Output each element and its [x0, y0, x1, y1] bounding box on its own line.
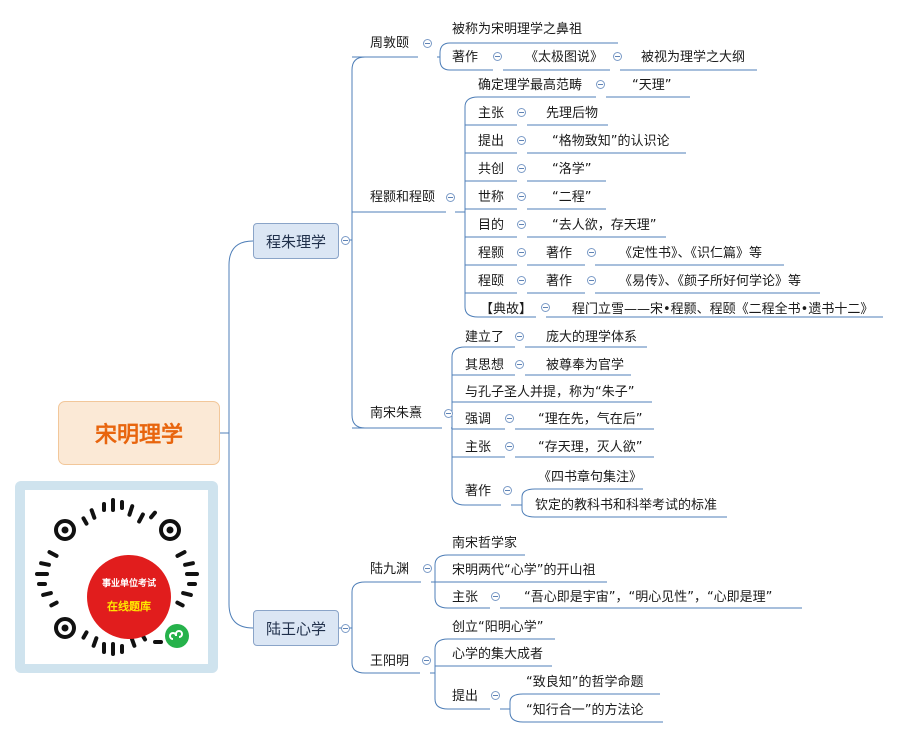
branch-luwang-xinxue[interactable]: 陆王心学: [253, 610, 339, 646]
node-erc-tianli[interactable]: “天理”: [632, 78, 672, 93]
node-zhou-works[interactable]: 著作: [452, 50, 479, 65]
collapse-icon[interactable]: [444, 409, 453, 418]
branch-chengzhu-lixue[interactable]: 程朱理学: [253, 223, 339, 259]
node-zhuxi-r6[interactable]: 著作: [465, 484, 492, 499]
collapse-icon[interactable]: [505, 414, 514, 423]
collapse-icon[interactable]: [613, 52, 622, 61]
collapse-icon[interactable]: [517, 276, 526, 285]
collapse-icon[interactable]: [341, 236, 350, 245]
node-erc-r4[interactable]: 共创: [478, 162, 505, 177]
topic-wang-yangming[interactable]: 王阳明: [370, 654, 410, 669]
collapse-icon[interactable]: [423, 564, 432, 573]
node-wang-r1[interactable]: 创立“阳明心学”: [452, 620, 544, 635]
collapse-icon[interactable]: [515, 360, 524, 369]
collapse-icon[interactable]: [517, 136, 526, 145]
collapse-icon[interactable]: [541, 303, 550, 312]
node-sishu-zhangju[interactable]: 《四书章句集注》: [538, 470, 643, 485]
node-wang-r3[interactable]: 提出: [452, 689, 479, 704]
node-lu-r3b[interactable]: “吾心即是宇宙”，“明心见性”，“心即是理”: [524, 590, 773, 605]
topic-er-cheng[interactable]: 程颢和程颐: [370, 190, 436, 205]
node-lu-r1[interactable]: 南宋哲学家: [452, 536, 518, 551]
node-erc-r3[interactable]: 提出: [478, 134, 505, 149]
topic-lu-jiuyuan[interactable]: 陆九渊: [370, 562, 410, 577]
node-taiji-tushuo[interactable]: 《太极图说》: [525, 50, 604, 65]
topic-zhu-xi[interactable]: 南宋朱熹: [370, 406, 423, 421]
node-zhuxi-r2[interactable]: 其思想: [465, 358, 505, 373]
collapse-icon[interactable]: [517, 220, 526, 229]
node-zhuxi-r5[interactable]: 主张: [465, 440, 492, 455]
node-zhuxi-r5b[interactable]: “存天理，灭人欲”: [538, 440, 643, 455]
node-erc-r4b[interactable]: “洛学”: [552, 162, 592, 177]
node-zhuxi-r2b[interactable]: 被尊奉为官学: [546, 358, 625, 373]
node-zhixing-heyi[interactable]: “知行合一”的方法论: [526, 703, 644, 718]
node-cheng-hao-books[interactable]: 《定性书》、《识仁篇》等: [619, 246, 763, 261]
node-diangu[interactable]: 【典故】: [480, 302, 533, 317]
qr-badge-line1: 事业单位考试: [101, 579, 156, 589]
node-zhi-liangzhi[interactable]: “致良知”的哲学命题: [526, 675, 644, 690]
node-erc-r2[interactable]: 主张: [478, 106, 505, 121]
topic-zhou-dunyi[interactable]: 周敦颐: [370, 36, 410, 51]
collapse-icon[interactable]: [587, 276, 596, 285]
node-zhuxi-r1b[interactable]: 庞大的理学体系: [546, 330, 638, 345]
collapse-icon[interactable]: [505, 442, 514, 451]
node-zhou-title[interactable]: 被称为宋明理学之鼻祖: [452, 22, 583, 37]
node-zhuxi-r4[interactable]: 强调: [465, 412, 492, 427]
root-topic[interactable]: 宋明理学: [58, 401, 220, 465]
node-chengmen-lixue[interactable]: 程门立雪——宋•程颢、程颐《二程全书•遗书十二》: [572, 302, 874, 317]
node-cheng-yi[interactable]: 程颐: [478, 274, 505, 289]
node-erc-r5b[interactable]: “二程”: [552, 190, 592, 205]
node-cheng-hao[interactable]: 程颢: [478, 246, 505, 261]
collapse-icon[interactable]: [517, 192, 526, 201]
node-erc-r5[interactable]: 世称: [478, 190, 505, 205]
collapse-icon[interactable]: [491, 592, 500, 601]
node-cheng-yi-books[interactable]: 《易传》、《颜子所好何学论》等: [619, 274, 802, 289]
collapse-icon[interactable]: [423, 39, 432, 48]
collapse-icon[interactable]: [587, 248, 596, 257]
collapse-icon[interactable]: [517, 164, 526, 173]
node-erc-r6[interactable]: 目的: [478, 218, 505, 233]
node-cheng-yi-works[interactable]: 著作: [546, 274, 573, 289]
qr-code: 事业单位考试 在线题库: [25, 490, 208, 664]
node-zhuxi-r1[interactable]: 建立了: [465, 330, 505, 345]
qr-badge: 事业单位考试 在线题库: [87, 555, 171, 639]
collapse-icon[interactable]: [446, 193, 455, 202]
node-zhuxi-r4b[interactable]: “理在先，气在后”: [538, 412, 643, 427]
node-lu-r3[interactable]: 主张: [452, 590, 479, 605]
mini-program-icon: [165, 624, 189, 648]
collapse-icon[interactable]: [517, 248, 526, 257]
collapse-icon[interactable]: [503, 486, 512, 495]
node-erc-r1[interactable]: 确定理学最高范畴: [478, 78, 583, 93]
collapse-icon[interactable]: [422, 656, 431, 665]
qr-pattern-icon: [35, 498, 199, 656]
node-cheng-hao-works[interactable]: 著作: [546, 246, 573, 261]
collapse-icon[interactable]: [596, 80, 605, 89]
node-lu-r2[interactable]: 宋明两代“心学”的开山祖: [452, 563, 596, 578]
node-wang-r2[interactable]: 心学的集大成者: [452, 647, 544, 662]
node-erc-r6b[interactable]: “去人欲，存天理”: [552, 218, 657, 233]
node-zhuxi-r3[interactable]: 与孔子圣人并提，称为“朱子”: [465, 385, 635, 400]
node-sishu-desc[interactable]: 钦定的教科书和科举考试的标准: [535, 498, 718, 513]
node-taiji-desc[interactable]: 被视为理学之大纲: [641, 50, 746, 65]
qr-badge-line2: 在线题库: [107, 600, 151, 613]
mini-program-qr-card[interactable]: 事业单位考试 在线题库: [15, 481, 218, 673]
node-erc-r2b[interactable]: 先理后物: [546, 106, 599, 121]
collapse-icon[interactable]: [517, 108, 526, 117]
collapse-icon[interactable]: [341, 624, 350, 633]
collapse-icon[interactable]: [491, 691, 500, 700]
collapse-icon[interactable]: [493, 52, 502, 61]
collapse-icon[interactable]: [515, 332, 524, 341]
node-erc-r3b[interactable]: “格物致知”的认识论: [552, 134, 670, 149]
